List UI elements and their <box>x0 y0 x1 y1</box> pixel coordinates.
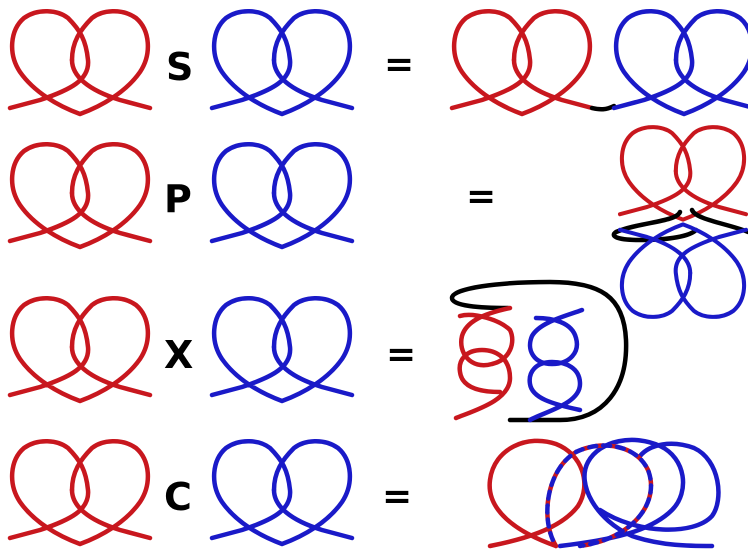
operation-label-c: C <box>164 475 192 519</box>
band-left <box>611 209 699 243</box>
left-knot-red <box>10 298 150 401</box>
right-knot-blue <box>212 298 352 401</box>
result-red-loop <box>487 438 587 549</box>
result-red-knot <box>453 305 515 421</box>
result-red-knot <box>620 127 746 219</box>
result-crossing <box>449 279 629 423</box>
operation-label-s: S <box>166 45 193 89</box>
sum-band <box>589 103 617 112</box>
right-knot-blue <box>212 11 352 114</box>
result-blue-loop <box>557 437 715 549</box>
row-s: S = <box>10 11 748 114</box>
equals-sign: = <box>382 476 412 517</box>
equals-sign: = <box>386 334 416 375</box>
result-dashed-strand-alt <box>545 443 654 549</box>
operation-label-x: X <box>164 333 193 377</box>
row-x: X = <box>10 279 629 423</box>
equals-sign: = <box>384 44 414 85</box>
equals-sign: = <box>466 176 496 217</box>
left-knot-red <box>10 144 150 247</box>
row-c: C = <box>10 437 721 549</box>
result-connected-sum <box>452 11 748 114</box>
row-p: P = <box>10 127 748 317</box>
result-cable <box>487 437 721 549</box>
result-blue-knot <box>614 11 748 114</box>
left-knot-red <box>10 11 150 114</box>
crossing-band <box>449 279 629 423</box>
right-knot-blue <box>212 144 352 247</box>
left-knot-red <box>10 441 150 544</box>
result-red-knot <box>452 11 592 114</box>
result-blue-knot <box>527 307 585 423</box>
right-knot-blue <box>212 441 352 544</box>
result-blue-outer <box>597 441 721 532</box>
result-stacked <box>611 127 748 317</box>
operation-label-p: P <box>164 177 192 221</box>
result-dashed-strand <box>545 443 654 549</box>
